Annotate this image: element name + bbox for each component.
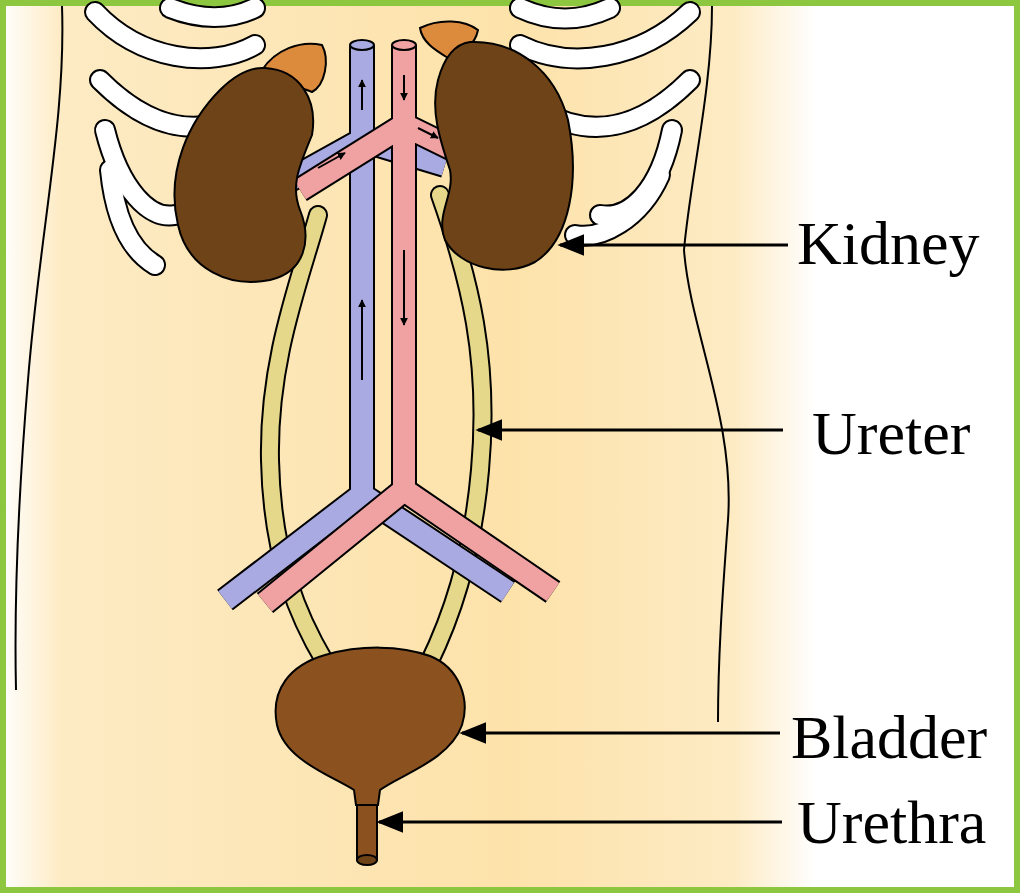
urethra	[357, 800, 377, 860]
part-label: Bladder	[791, 706, 987, 768]
leader-lines	[379, 245, 788, 822]
kidney	[174, 68, 313, 282]
frame	[3, 3, 1017, 890]
body-outline	[684, 6, 729, 722]
leader-line	[379, 821, 782, 824]
part-label: Ureter	[812, 402, 970, 464]
urethra-opening	[357, 855, 377, 865]
flow-arrows	[318, 75, 438, 380]
leader-line	[560, 244, 788, 247]
vessel-end	[350, 40, 374, 50]
kidney	[435, 42, 573, 270]
bladder	[276, 648, 465, 805]
leader-line	[462, 732, 780, 735]
part-label: Kidney	[797, 212, 980, 274]
body-outline	[16, 6, 63, 690]
leader-line	[478, 429, 783, 432]
ureter	[270, 195, 483, 665]
vessel-end	[392, 40, 416, 50]
part-label: Urethra	[797, 791, 986, 853]
